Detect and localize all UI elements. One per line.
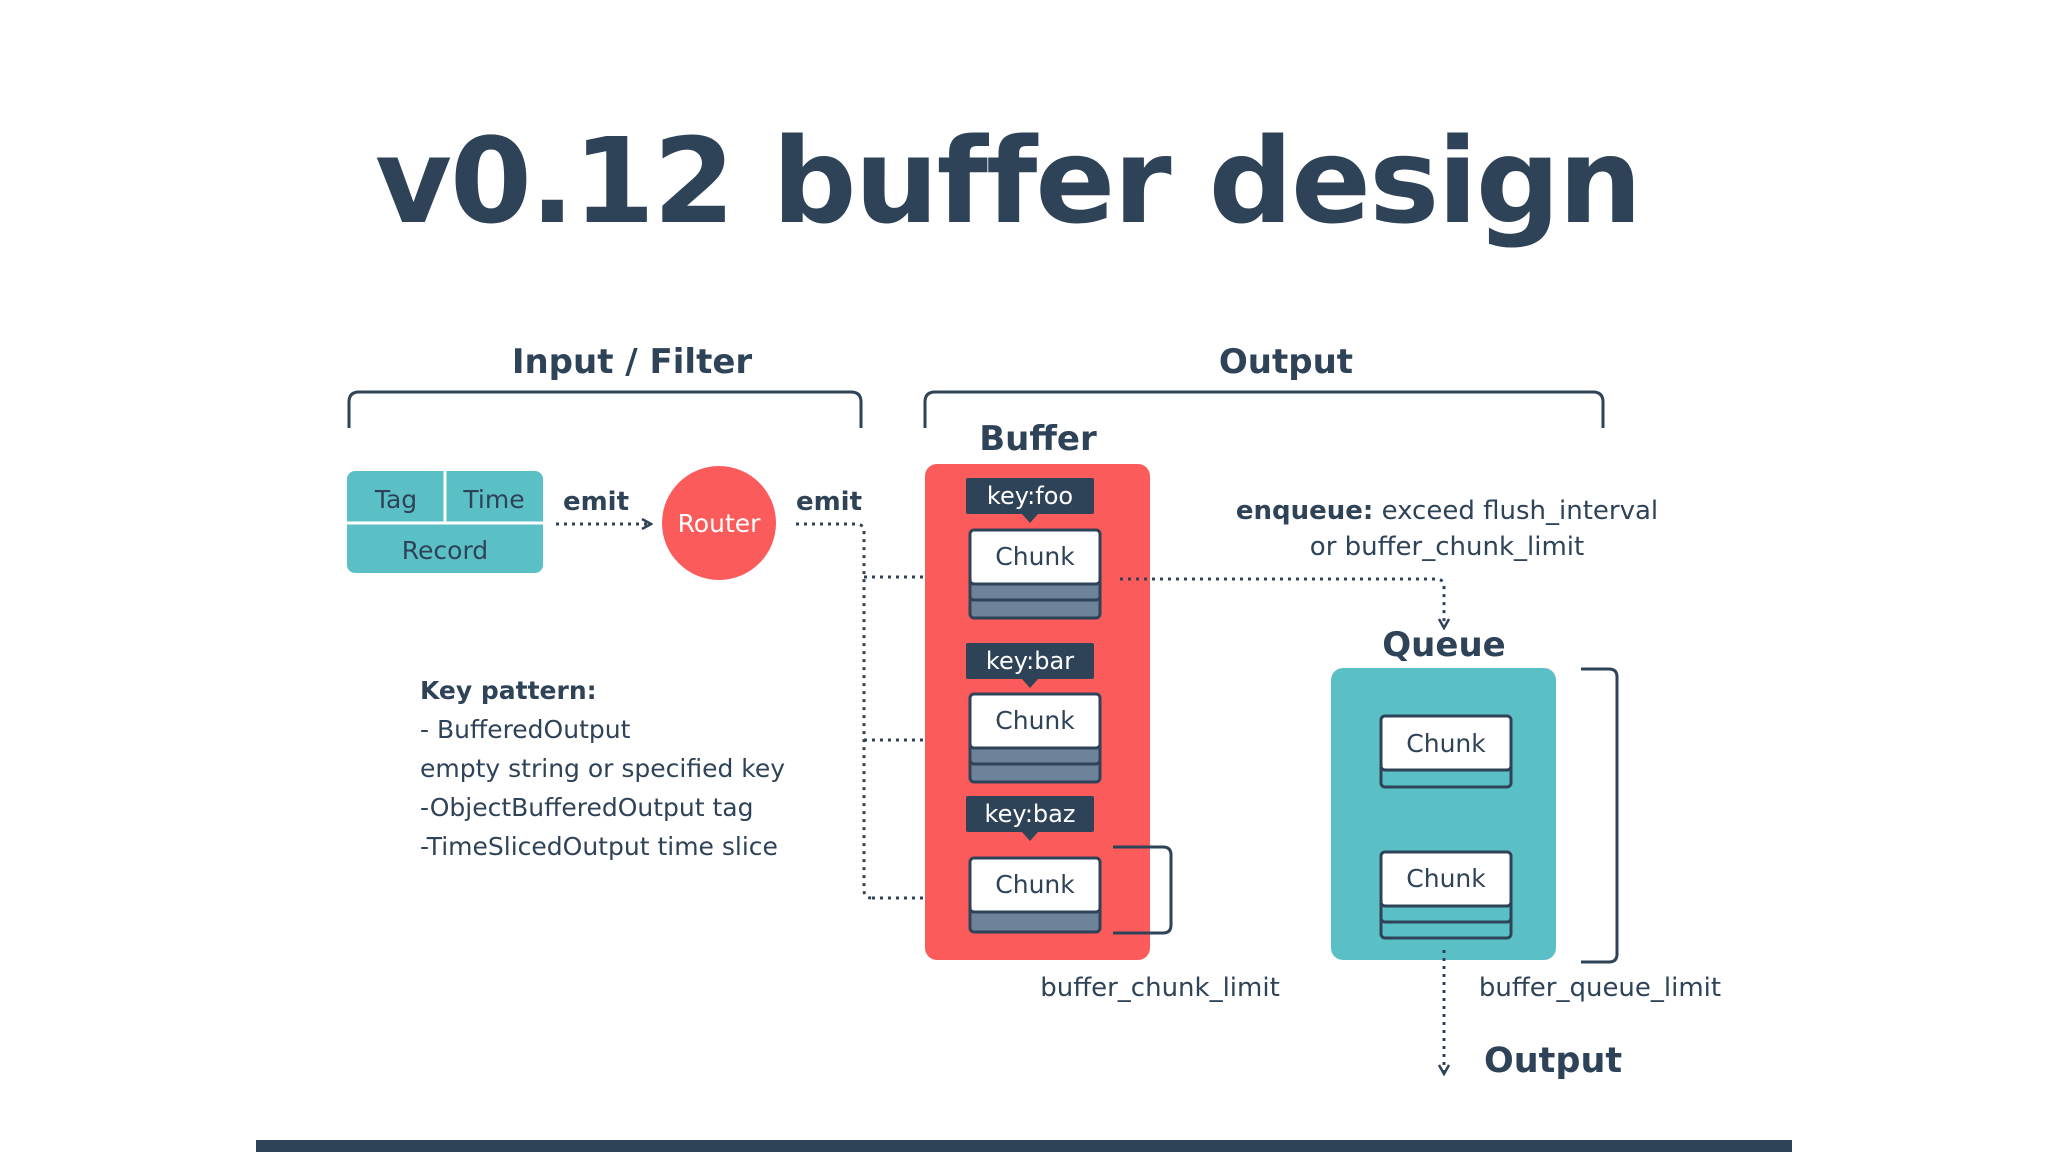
enqueue-line-1: enqueue: exceed flush_interval bbox=[1236, 496, 1658, 526]
final-output-label: Output bbox=[1484, 1041, 1622, 1081]
key-tag-bar bbox=[966, 643, 1094, 679]
queue-title: Queue bbox=[1382, 625, 1505, 665]
router-dispatch-line bbox=[796, 522, 873, 900]
section-output-label: Output bbox=[1219, 342, 1353, 382]
record-time-label: Time bbox=[462, 485, 524, 514]
buffer-key-baz-group: key:baz Chunk bbox=[966, 796, 1102, 934]
input-filter-bracket bbox=[347, 390, 863, 428]
key-tag-bar-label: key:bar bbox=[986, 647, 1074, 675]
queue-chunk-1 bbox=[1379, 714, 1513, 772]
queue-chunk-2-group: Chunk bbox=[1379, 850, 1513, 940]
chunk-foo-label: Chunk bbox=[995, 542, 1075, 571]
buffer-title: Buffer bbox=[979, 419, 1097, 459]
enqueue-arrow bbox=[1120, 577, 1444, 628]
key-tag-foo-label: key:foo bbox=[987, 482, 1073, 510]
key-tag-baz bbox=[966, 796, 1094, 832]
key-pattern-line-4: -TimeSlicedOutput time slice bbox=[420, 832, 778, 861]
key-tag-baz-label: key:baz bbox=[985, 800, 1076, 828]
output-bracket bbox=[923, 390, 1605, 428]
key-tag-foo bbox=[966, 478, 1094, 514]
chunk-foo bbox=[968, 528, 1102, 586]
buffer-key-bar-group: key:bar Chunk bbox=[966, 643, 1102, 784]
slide-title: v0.12 buffer design bbox=[375, 112, 1642, 250]
key-pattern-notes: Key pattern: - BufferedOutput empty stri… bbox=[420, 676, 785, 861]
enqueue-line-2: or buffer_chunk_limit bbox=[1310, 532, 1584, 562]
chunk-bar bbox=[968, 692, 1102, 750]
key-pattern-line-3: -ObjectBufferedOutput tag bbox=[420, 793, 754, 822]
emit-label-1: emit bbox=[563, 487, 629, 517]
chunk-bar-label: Chunk bbox=[995, 706, 1075, 735]
key-pattern-line-1: - BufferedOutput bbox=[420, 715, 631, 744]
record-tag-label: Tag bbox=[374, 485, 417, 514]
key-pattern-line-2: empty string or specified key bbox=[420, 754, 785, 783]
chunk-baz bbox=[968, 856, 1102, 914]
chunk-baz-label: Chunk bbox=[995, 870, 1075, 899]
chunk-limit-bracket bbox=[1113, 845, 1173, 935]
event-record-box: Tag Time Record bbox=[347, 471, 543, 573]
emit-label-2: emit bbox=[796, 487, 862, 517]
footer-bar bbox=[256, 1140, 1792, 1152]
queue-chunk-1-label: Chunk bbox=[1406, 729, 1486, 758]
key-pattern-heading: Key pattern: bbox=[420, 676, 597, 705]
buffer-chunk-limit-label: buffer_chunk_limit bbox=[1040, 973, 1280, 1003]
router-node bbox=[662, 466, 776, 580]
buffer-key-foo-group: key:foo Chunk bbox=[966, 478, 1102, 620]
record-record-label: Record bbox=[402, 536, 488, 565]
queue-chunk-2 bbox=[1379, 850, 1513, 908]
queue-chunk-2-label: Chunk bbox=[1406, 864, 1486, 893]
buffer-queue-limit-label: buffer_queue_limit bbox=[1479, 973, 1721, 1003]
enqueue-bold: enqueue: bbox=[1236, 496, 1373, 526]
queue-chunk-1-group: Chunk bbox=[1379, 714, 1513, 789]
router-label: Router bbox=[678, 509, 762, 538]
section-input-filter-label: Input / Filter bbox=[512, 342, 753, 382]
enqueue-line-1-rest: exceed flush_interval bbox=[1373, 496, 1658, 526]
queue-limit-bracket bbox=[1581, 667, 1619, 964]
